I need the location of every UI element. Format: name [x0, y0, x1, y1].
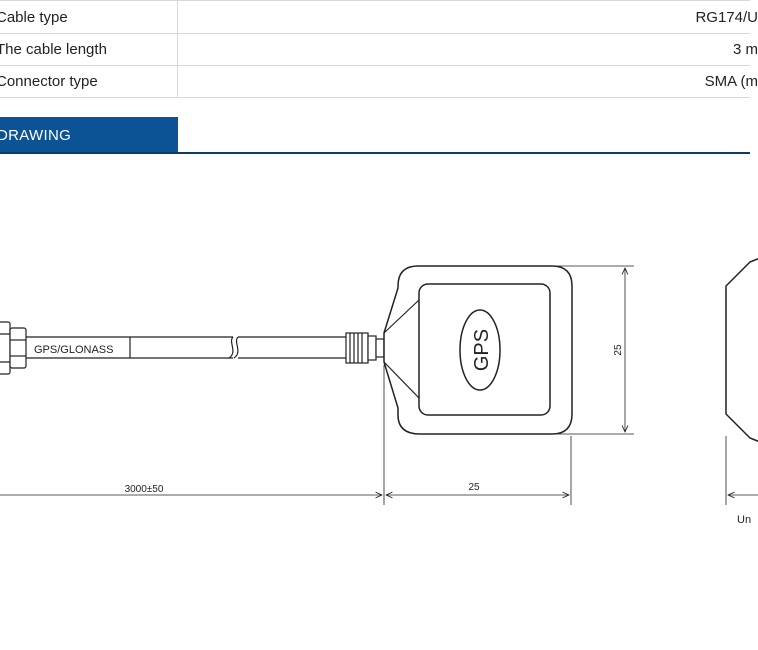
section-header-drawing: DRAWING — [0, 117, 178, 153]
width-dimension-label: 25 — [468, 482, 480, 493]
sma-connector — [0, 321, 27, 375]
patch-label: GPS — [471, 329, 493, 371]
strain-relief — [345, 332, 385, 364]
spec-label: Connector type — [0, 73, 98, 90]
side-view-dimension — [725, 436, 758, 505]
column-divider — [177, 66, 178, 97]
height-dimension — [552, 265, 634, 435]
spec-row-cable-type: Cable type RG174/U — [0, 0, 758, 34]
spec-value: SMA (m — [704, 73, 758, 90]
extension-lines — [383, 365, 572, 505]
cable-length-dimension-label: 3000±50 — [125, 484, 164, 495]
units-note: Un — [737, 514, 751, 526]
spec-label: Cable type — [0, 8, 68, 26]
spec-table: Cable type RG174/U The cable length 3 m … — [0, 0, 758, 98]
section-divider — [0, 152, 750, 154]
spec-row-cable-length: The cable length 3 m — [0, 34, 758, 66]
spec-value: RG174/U — [695, 8, 758, 26]
cable-label: GPS/GLONASS — [34, 344, 113, 356]
spec-label: The cable length — [0, 41, 107, 58]
column-divider — [177, 1, 178, 33]
cable — [26, 336, 346, 359]
spec-row-connector-type: Connector type SMA (m — [0, 66, 758, 98]
side-view-partial — [725, 257, 758, 443]
spec-value: 3 m — [732, 41, 758, 58]
height-dimension-label: 25 — [613, 344, 624, 356]
antenna-patch — [383, 265, 573, 435]
column-divider — [177, 34, 178, 65]
section-title: DRAWING — [0, 126, 72, 144]
